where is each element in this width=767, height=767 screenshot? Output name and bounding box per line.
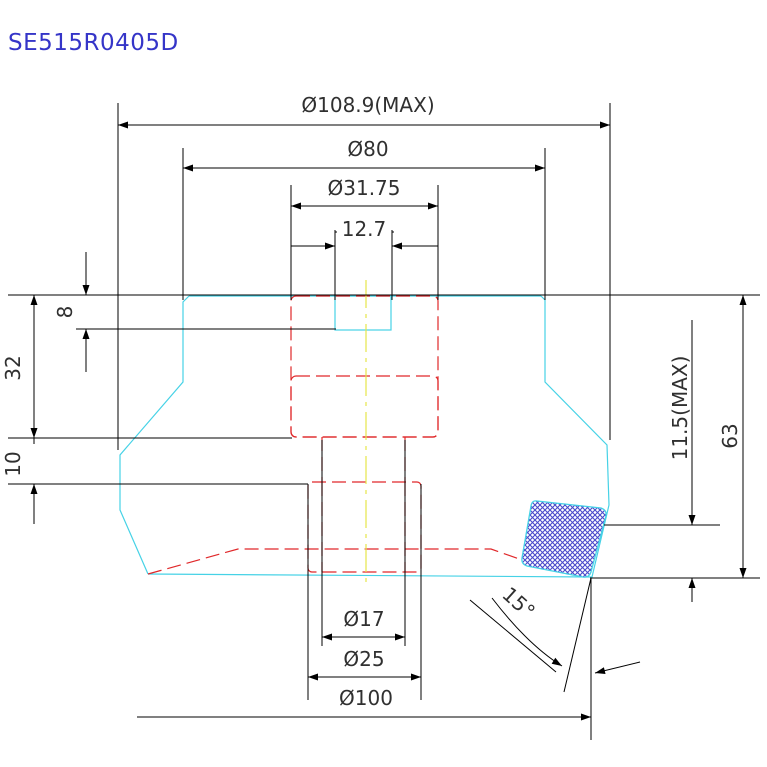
- label-key: 12.7: [342, 217, 387, 241]
- label-d31: Ø31.75: [328, 176, 401, 200]
- label-d17: Ø17: [343, 607, 384, 631]
- label-d100: Ø100: [339, 686, 393, 710]
- hidden-lines: [147, 295, 523, 575]
- dimension-labels: Ø108.9(MAX) Ø80 Ø31.75 12.7 8 32 10 Ø17 …: [1, 93, 742, 710]
- label-d80: Ø80: [347, 137, 388, 161]
- label-depth8: 8: [53, 306, 77, 319]
- dim-arc-15: [491, 597, 563, 667]
- label-depth32: 32: [1, 355, 25, 380]
- label-depth10: 10: [1, 451, 25, 476]
- label-angle: 15°: [497, 582, 539, 624]
- drawing-title: SE515R0405D: [8, 30, 179, 56]
- label-h63: 63: [718, 423, 742, 448]
- label-d108: Ø108.9(MAX): [301, 93, 434, 117]
- label-hmax: 11.5(MAX): [668, 356, 692, 461]
- label-d25: Ø25: [343, 647, 384, 671]
- dimension-lines: [30, 121, 747, 721]
- insert-hatch: [521, 500, 607, 578]
